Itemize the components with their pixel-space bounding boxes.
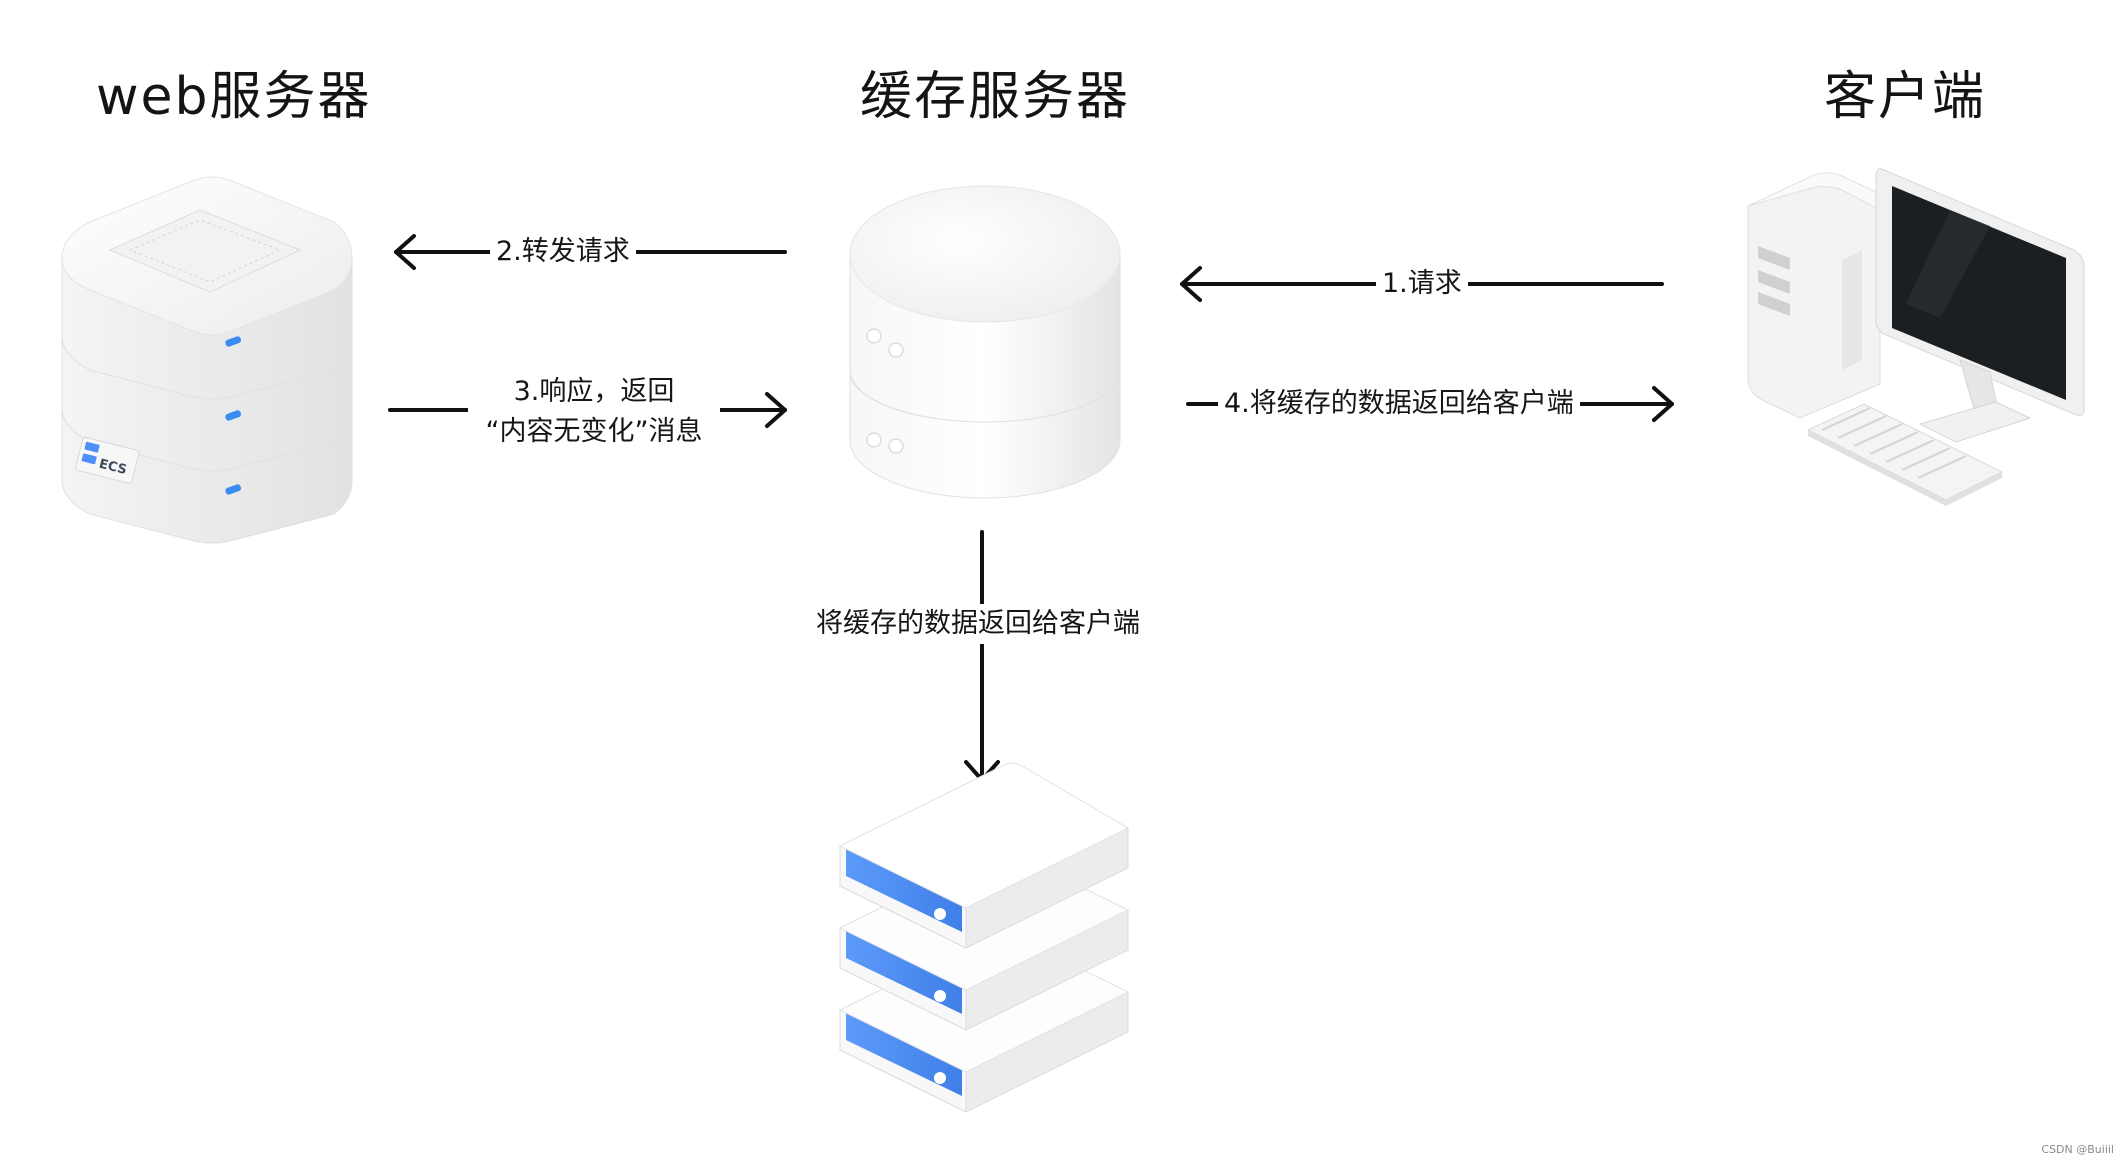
- label-request: 1.请求: [1376, 264, 1468, 304]
- cache-server-title: 缓存服务器: [860, 67, 1131, 127]
- label-down: 将缓存的数据返回给客户端: [810, 604, 1146, 644]
- web-server-title: web服务器: [96, 67, 372, 127]
- watermark: CSDN @Buiiil: [2041, 1143, 2114, 1156]
- label-forward-request: 2.转发请求: [490, 232, 636, 272]
- client-title: 客户端: [1824, 67, 1987, 127]
- label-response-line2: “内容无变化”消息: [485, 416, 703, 447]
- label-response-line1: 3.响应，返回: [513, 376, 675, 407]
- label-response: 3.响应，返回 “内容无变化”消息: [468, 372, 720, 452]
- ecs-badge-text: ECS: [97, 457, 128, 478]
- label-return-to-client: 4.将缓存的数据返回给客户端: [1218, 384, 1580, 424]
